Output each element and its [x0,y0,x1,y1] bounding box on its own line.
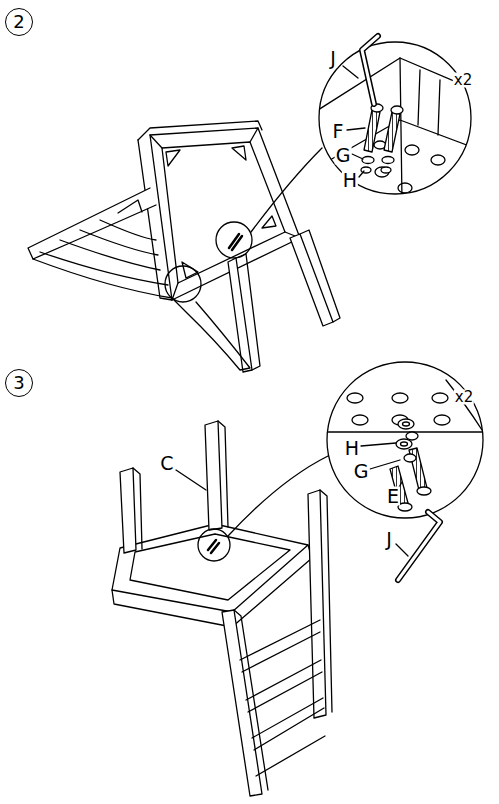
chair-upright [112,421,332,796]
step-number: 2 [5,8,33,36]
part-label: G [353,462,370,481]
part-label: E [386,487,400,506]
part-label: x2 [453,73,473,88]
part-label: C [159,454,174,473]
step-number-text: 3 [13,374,24,392]
chair-upside-down [28,121,340,372]
detail-view [318,36,480,205]
part-label: J [385,530,393,549]
part-label: F [332,122,345,141]
part-label: x2 [454,390,474,405]
step-number-text: 2 [13,13,24,31]
part-label: H [344,439,360,458]
part-label: G [335,146,352,165]
part-label: J [329,49,337,68]
step-number: 3 [5,369,33,397]
part-label: H [342,171,358,190]
detail-view [176,362,490,580]
